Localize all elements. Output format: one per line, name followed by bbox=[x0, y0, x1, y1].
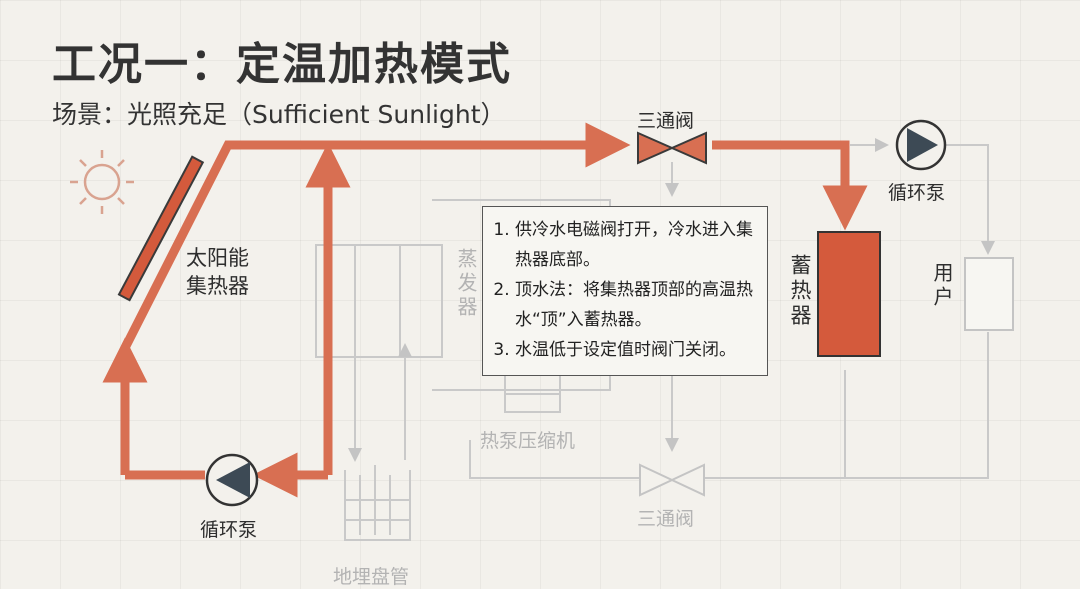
three-way-valve-top-label: 三通阀 bbox=[637, 110, 695, 132]
storage-tank-label: 蓄热器 bbox=[788, 254, 812, 329]
pump-top-icon bbox=[895, 119, 947, 171]
inactive-pipes bbox=[315, 138, 995, 479]
note-item: 供冷水电磁阀打开，冷水进入集热器底部。 bbox=[515, 215, 757, 275]
evaporator-label: 蒸发器 bbox=[454, 248, 478, 320]
three-way-valve-top-icon bbox=[637, 131, 707, 165]
sun-icon bbox=[70, 150, 134, 214]
operation-notes-box: 供冷水电磁阀打开，冷水进入集热器底部。 顶水法：将集热器顶部的高温热水“顶”入蓄… bbox=[482, 206, 768, 376]
scene-subtitle: 场景：光照充足（Sufficient Sunlight） bbox=[52, 100, 506, 129]
solar-collector-label: 太阳能 集热器 bbox=[186, 246, 249, 298]
page-title: 工况一：定温加热模式 bbox=[52, 39, 512, 90]
user-label: 用户 bbox=[930, 262, 954, 310]
operation-notes-list: 供冷水电磁阀打开，冷水进入集热器底部。 顶水法：将集热器顶部的高温热水“顶”入蓄… bbox=[493, 215, 757, 365]
ground-coil-label: 地埋盘管 bbox=[333, 566, 410, 588]
note-item: 水温低于设定值时阀门关闭。 bbox=[515, 335, 757, 365]
note-item: 顶水法：将集热器顶部的高温热水“顶”入蓄热器。 bbox=[515, 275, 757, 335]
pump-top-label: 循环泵 bbox=[888, 182, 946, 204]
pump-bottom-label: 循环泵 bbox=[200, 519, 258, 541]
ground-coil-graphic bbox=[344, 465, 411, 541]
three-way-valve-bottom-label: 三通阀 bbox=[637, 508, 695, 530]
storage-tank-body bbox=[817, 231, 881, 357]
active-loop bbox=[102, 122, 868, 498]
heat-pump-compressor-label: 热泵压缩机 bbox=[480, 430, 576, 452]
user-box bbox=[964, 257, 1014, 331]
pump-bottom-icon bbox=[205, 453, 259, 507]
solar-collector-panel bbox=[117, 155, 205, 302]
three-way-valve-bottom-icon bbox=[639, 463, 705, 497]
